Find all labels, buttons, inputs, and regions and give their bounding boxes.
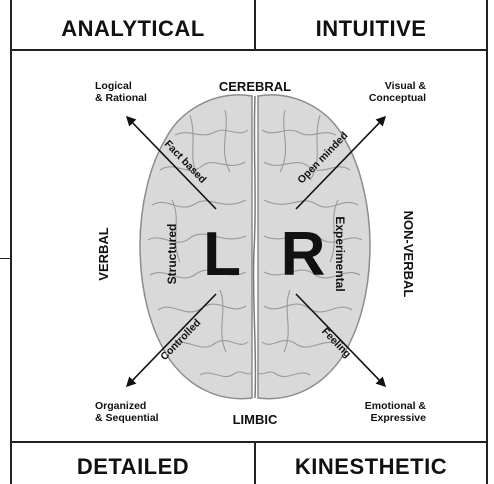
left-tick	[0, 258, 12, 259]
header-kinesthetic: KINESTHETIC	[294, 454, 448, 479]
corner-label-bottom-right-line1: Emotional &	[364, 400, 426, 412]
left-folds	[147, 109, 253, 378]
letter-right: R	[281, 220, 326, 289]
axis-verbal: VERBAL	[96, 227, 111, 281]
left-border	[10, 0, 12, 484]
right-border	[486, 0, 488, 484]
right-folds	[257, 109, 363, 378]
bottom-center-divider	[254, 442, 256, 484]
arrow-top-left	[125, 115, 217, 210]
left-hemisphere	[139, 94, 253, 400]
corner-label-bottom-left-line2: & Sequential	[95, 412, 159, 425]
axis-limbic: LIMBIC	[232, 412, 278, 427]
axis-non-verbal: NON-VERBAL	[401, 211, 416, 298]
header-analytical: ANALYTICAL	[61, 16, 205, 41]
trait-experimental: Experimental	[333, 216, 347, 291]
corner-label-bottom-left: Organized & Sequential	[95, 400, 195, 425]
header-detailed: DETAILED	[76, 454, 190, 479]
corner-label-top-right-line1: Visual &	[384, 80, 426, 92]
axis-cerebral: CEREBRAL	[218, 79, 292, 94]
corner-label-top-right: Visual & Conceptual	[336, 80, 426, 105]
corner-label-top-left: Logical & Rational	[95, 80, 185, 105]
arrow-top-right	[295, 115, 387, 210]
corner-label-top-left-line1: Logical	[95, 80, 132, 92]
corner-label-top-right-line2: Conceptual	[368, 92, 426, 105]
right-hemisphere	[257, 94, 371, 400]
top-center-divider	[254, 0, 256, 50]
header-intuitive: INTUITIVE	[315, 16, 427, 41]
corner-label-bottom-left-line1: Organized	[95, 400, 147, 412]
bottom-divider	[10, 441, 488, 443]
longitudinal-fissure	[252, 95, 257, 399]
trait-structured: Structured	[165, 224, 179, 285]
top-divider	[10, 49, 488, 51]
corner-label-bottom-right: Emotional & Expressive	[326, 400, 426, 425]
corner-label-top-left-line2: & Rational	[95, 92, 147, 105]
arrow-bottom-left	[125, 293, 217, 388]
corner-label-bottom-right-line2: Expressive	[370, 412, 426, 425]
arrow-bottom-right	[295, 293, 387, 388]
letter-left: L	[203, 220, 241, 289]
